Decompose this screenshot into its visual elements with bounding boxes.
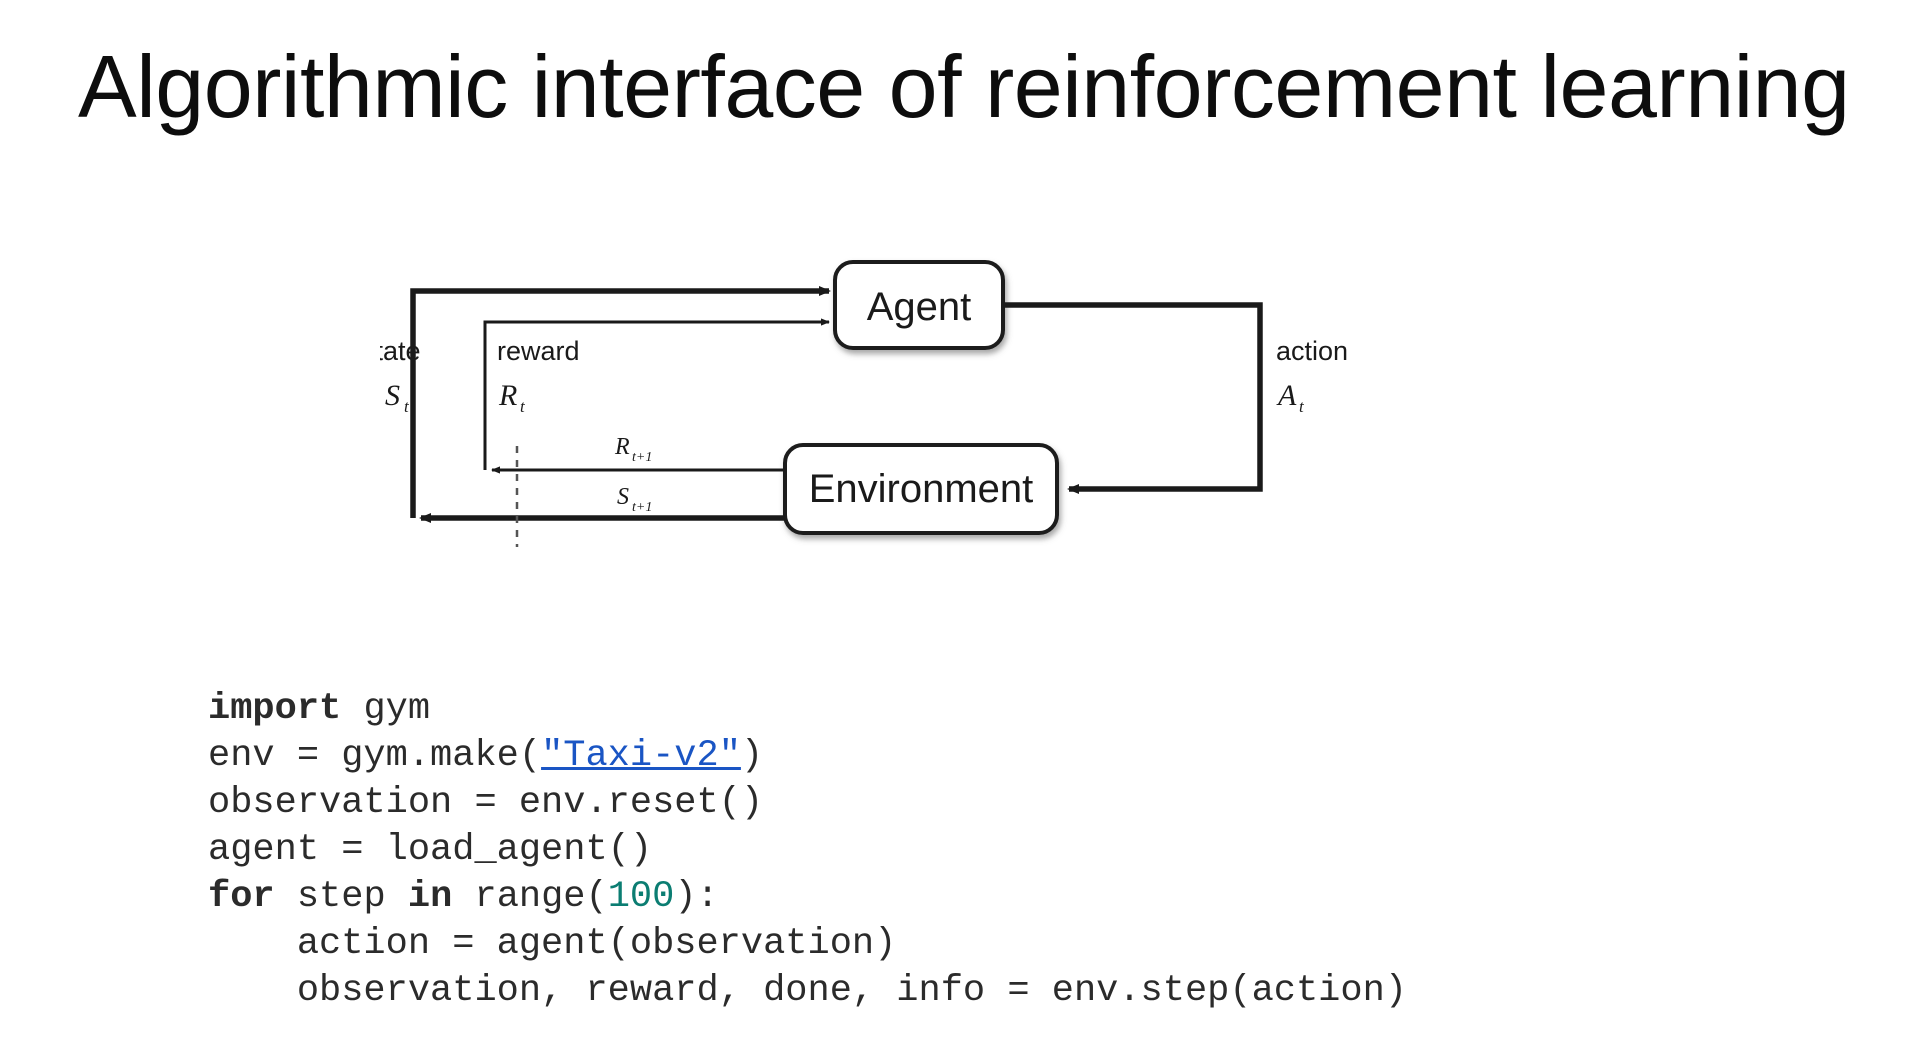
environment-box-label: Environment <box>809 467 1034 511</box>
label-next-state: S t+1 <box>617 484 652 515</box>
action-symbol-label: A <box>1276 379 1297 412</box>
code-text: ): <box>674 876 719 918</box>
code-keyword: import <box>208 688 342 730</box>
next-state-symbol-label: S <box>617 484 629 510</box>
label-state: state S t <box>380 336 421 416</box>
code-line: env = gym.make("Taxi-v2") <box>208 733 1407 780</box>
code-keyword: in <box>407 876 453 918</box>
code-keyword: for <box>208 876 275 918</box>
code-line: action = agent(observation) <box>208 921 1407 968</box>
code-line: agent = load_agent() <box>208 827 1407 874</box>
label-next-reward: R t+1 <box>614 434 652 465</box>
code-line: for step in range(100): <box>208 874 1407 921</box>
rl-loop-diagram: Agent Environment state S t reward R <box>380 250 1380 580</box>
reward-symbol-label: R <box>498 379 517 412</box>
code-text: gym <box>341 688 431 730</box>
edge-action-to-environment <box>1003 302 1263 494</box>
rl-loop-diagram-svg: Agent Environment state S t reward R <box>380 260 1348 547</box>
code-line: observation = env.reset() <box>208 780 1407 827</box>
code-line: import gym <box>208 686 1407 733</box>
environment-box-shape <box>783 443 1059 535</box>
node-environment: Environment <box>783 443 1059 535</box>
code-text: observation, reward, done, info = env.st… <box>208 970 1407 1012</box>
code-text: ) <box>740 735 764 777</box>
next-reward-symbol-label: R <box>614 434 630 460</box>
code-text: observation = env.reset() <box>208 782 764 824</box>
next-state-subscript-label: t+1 <box>632 500 652 515</box>
code-line: observation, reward, done, info = env.st… <box>208 968 1407 1015</box>
state-word-label: state <box>380 336 421 366</box>
edge-state-to-agent <box>410 286 831 518</box>
code-text: action = agent(observation) <box>208 923 897 965</box>
reward-word-label: reward <box>497 336 580 366</box>
code-text: agent = load_agent() <box>208 829 653 871</box>
edge-reward-to-agent <box>483 318 830 470</box>
action-word-label: action <box>1276 336 1348 366</box>
state-subscript-label: t <box>404 397 410 416</box>
agent-box-label: Agent <box>867 285 972 329</box>
code-number: 100 <box>607 876 675 918</box>
label-reward: reward R t <box>497 336 580 416</box>
reward-subscript-label: t <box>520 397 526 416</box>
label-action: action A t <box>1276 336 1348 416</box>
code-text: env = gym.make( <box>208 735 542 777</box>
node-agent: Agent <box>833 260 1005 350</box>
code-text: range( <box>452 876 608 918</box>
action-subscript-label: t <box>1299 397 1305 416</box>
page-title: Algorithmic interface of reinforcement l… <box>78 37 1850 136</box>
next-reward-subscript-label: t+1 <box>632 450 652 465</box>
code-text: step <box>274 876 408 918</box>
state-symbol-label: S <box>385 379 400 412</box>
code-link-env-id[interactable]: "Taxi-v2" <box>541 735 741 777</box>
